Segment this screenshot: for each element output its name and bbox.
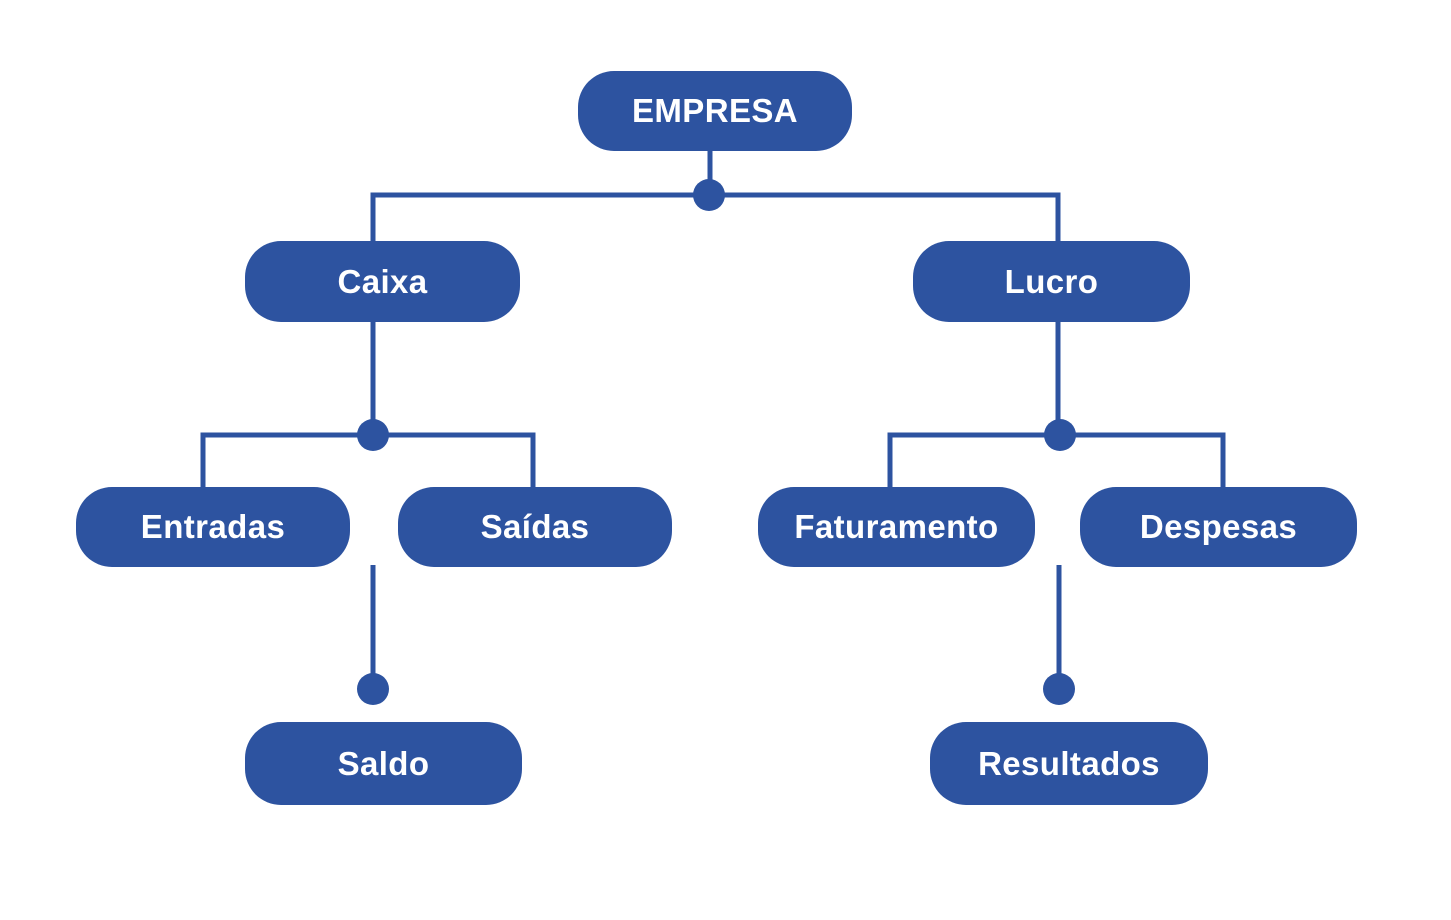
node-saldo: Saldo: [245, 722, 522, 805]
node-faturamento: Faturamento: [758, 487, 1035, 567]
junction-dot-resultados: [1043, 673, 1075, 705]
junction-dot-caixa: [357, 419, 389, 451]
node-resultados: Resultados: [930, 722, 1208, 805]
junction-dot-lucro: [1044, 419, 1076, 451]
node-saidas: Saídas: [398, 487, 672, 567]
junction-dot-empresa: [693, 179, 725, 211]
junction-dot-saldo: [357, 673, 389, 705]
node-entradas: Entradas: [76, 487, 350, 567]
node-caixa: Caixa: [245, 241, 520, 322]
node-despesas: Despesas: [1080, 487, 1357, 567]
node-lucro: Lucro: [913, 241, 1190, 322]
node-empresa: EMPRESA: [578, 71, 852, 151]
